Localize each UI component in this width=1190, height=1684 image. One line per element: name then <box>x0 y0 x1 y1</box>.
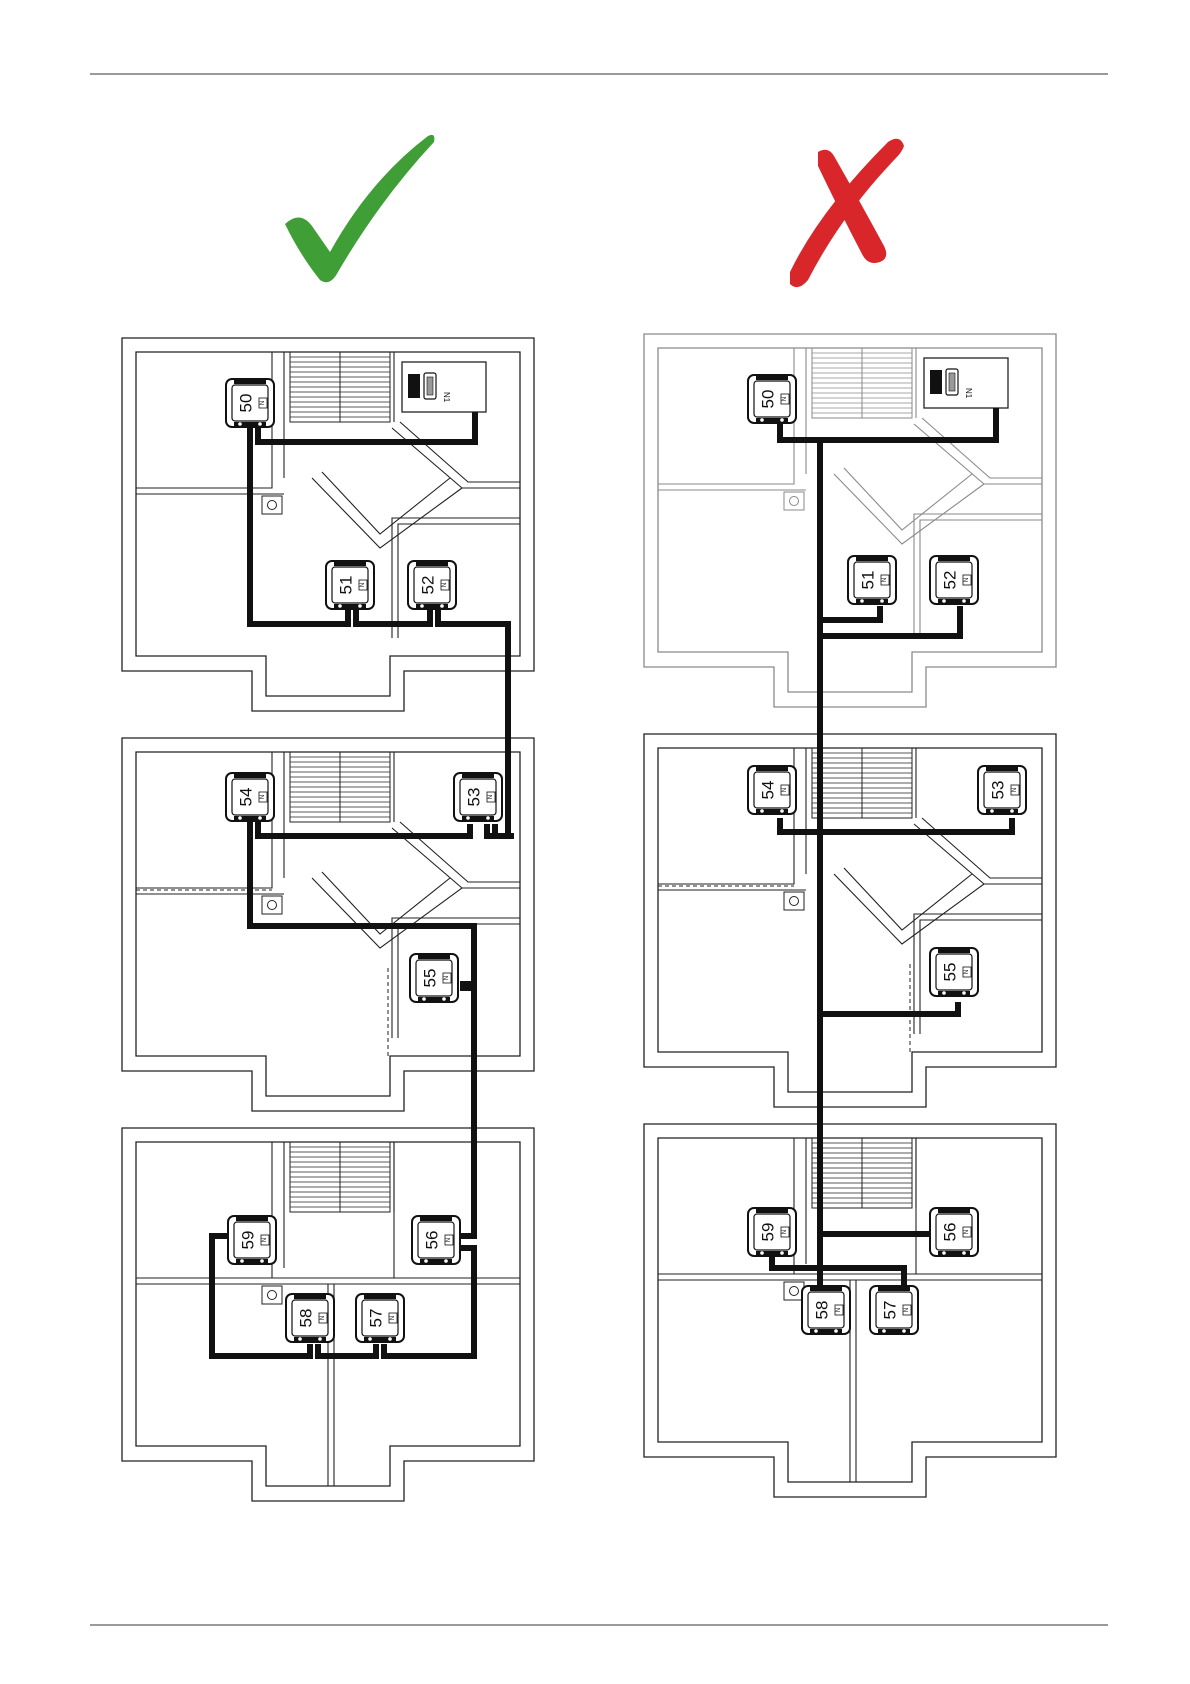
unit-number: 58 <box>813 1301 832 1320</box>
thermostat-unit: N 55 <box>930 948 978 996</box>
unit-number: 59 <box>239 1231 258 1250</box>
controller-n1: N1 <box>402 362 486 412</box>
unit-tag: N <box>782 397 788 401</box>
unit-number: 51 <box>337 576 356 595</box>
unit-tag: N <box>964 1230 970 1234</box>
cable <box>258 822 470 836</box>
thermostat-unit: N 53 <box>454 773 502 821</box>
unit-number: 55 <box>421 969 440 988</box>
controller-n1: N1 <box>924 358 1008 408</box>
thermostat-unit: N 52 <box>408 561 456 609</box>
unit-number: 55 <box>941 963 960 982</box>
unit-number: 59 <box>759 1223 778 1242</box>
unit-tag: N <box>442 583 448 587</box>
thermostat-unit: N 51 <box>848 556 896 604</box>
cable <box>495 824 514 836</box>
thermostat-unit: N 56 <box>930 1208 978 1256</box>
controller-label: N1 <box>964 388 973 399</box>
thermostat-unit: N 52 <box>930 556 978 604</box>
unit-number: 56 <box>423 1231 442 1250</box>
unit-number: 54 <box>237 788 256 807</box>
thermostat-unit: N 56 <box>412 1216 460 1264</box>
unit-tag: N <box>964 578 970 582</box>
stairs <box>812 348 912 418</box>
thermostat-unit: N 55 <box>410 954 458 1002</box>
unit-number: 52 <box>941 571 960 590</box>
unit-tag: N <box>446 1238 452 1242</box>
thermostat-unit: N 58 <box>286 1294 334 1342</box>
thermostat-unit: N 54 <box>748 766 796 814</box>
unit-number: 51 <box>859 571 878 590</box>
cable <box>318 1344 376 1356</box>
unit-tag: N <box>882 578 888 582</box>
unit-number: 57 <box>367 1309 386 1328</box>
thermostat-unit: N 50 <box>748 375 796 423</box>
stairs <box>290 352 390 422</box>
thermostat-unit: N 51 <box>326 561 374 609</box>
unit-number: 53 <box>989 781 1008 800</box>
thermostat-unit: N 57 <box>356 1294 404 1342</box>
unit-tag: N <box>836 1308 842 1312</box>
thermostat-unit: N 53 <box>978 766 1026 814</box>
unit-number: 53 <box>465 788 484 807</box>
cable <box>822 606 880 620</box>
unit-tag: N <box>260 795 266 799</box>
thermostat-unit: N 50 <box>226 379 274 427</box>
stairs <box>812 748 912 818</box>
cable <box>258 412 475 442</box>
unit-tag: N <box>320 1316 326 1320</box>
unit-tag: N <box>1012 788 1018 792</box>
unit-number: 52 <box>419 576 438 595</box>
unit-number: 56 <box>941 1223 960 1242</box>
unit-tag: N <box>262 1238 268 1242</box>
unit-tag: N <box>964 970 970 974</box>
cable <box>822 1002 958 1014</box>
unit-tag: N <box>260 401 266 405</box>
unit-number: 50 <box>759 390 778 409</box>
thermostat-unit: N 58 <box>802 1286 850 1334</box>
thermostat-unit: N 59 <box>228 1216 276 1264</box>
stairs <box>290 752 390 822</box>
cross-mark-icon <box>790 139 904 287</box>
unit-number: 54 <box>759 781 778 800</box>
unit-tag: N <box>782 1230 788 1234</box>
unit-number: 50 <box>237 394 256 413</box>
thermostat-unit: N 59 <box>748 1208 796 1256</box>
unit-tag: N <box>488 795 494 799</box>
thermostat-unit: N 57 <box>870 1286 918 1334</box>
thermostat-unit: N 54 <box>226 773 274 821</box>
unit-tag: N <box>782 788 788 792</box>
stairs <box>812 1138 912 1208</box>
stairs <box>290 1142 390 1212</box>
unit-tag: N <box>390 1316 396 1320</box>
unit-tag: N <box>360 583 366 587</box>
cable <box>460 988 474 1236</box>
cable <box>772 1256 904 1290</box>
unit-number: 58 <box>297 1309 316 1328</box>
cable <box>356 610 430 624</box>
unit-tag: N <box>904 1308 910 1312</box>
cable <box>780 818 1012 832</box>
unit-number: 57 <box>881 1301 900 1320</box>
controller-label: N1 <box>442 392 451 403</box>
check-mark-icon <box>285 135 434 282</box>
unit-tag: N <box>444 976 450 980</box>
